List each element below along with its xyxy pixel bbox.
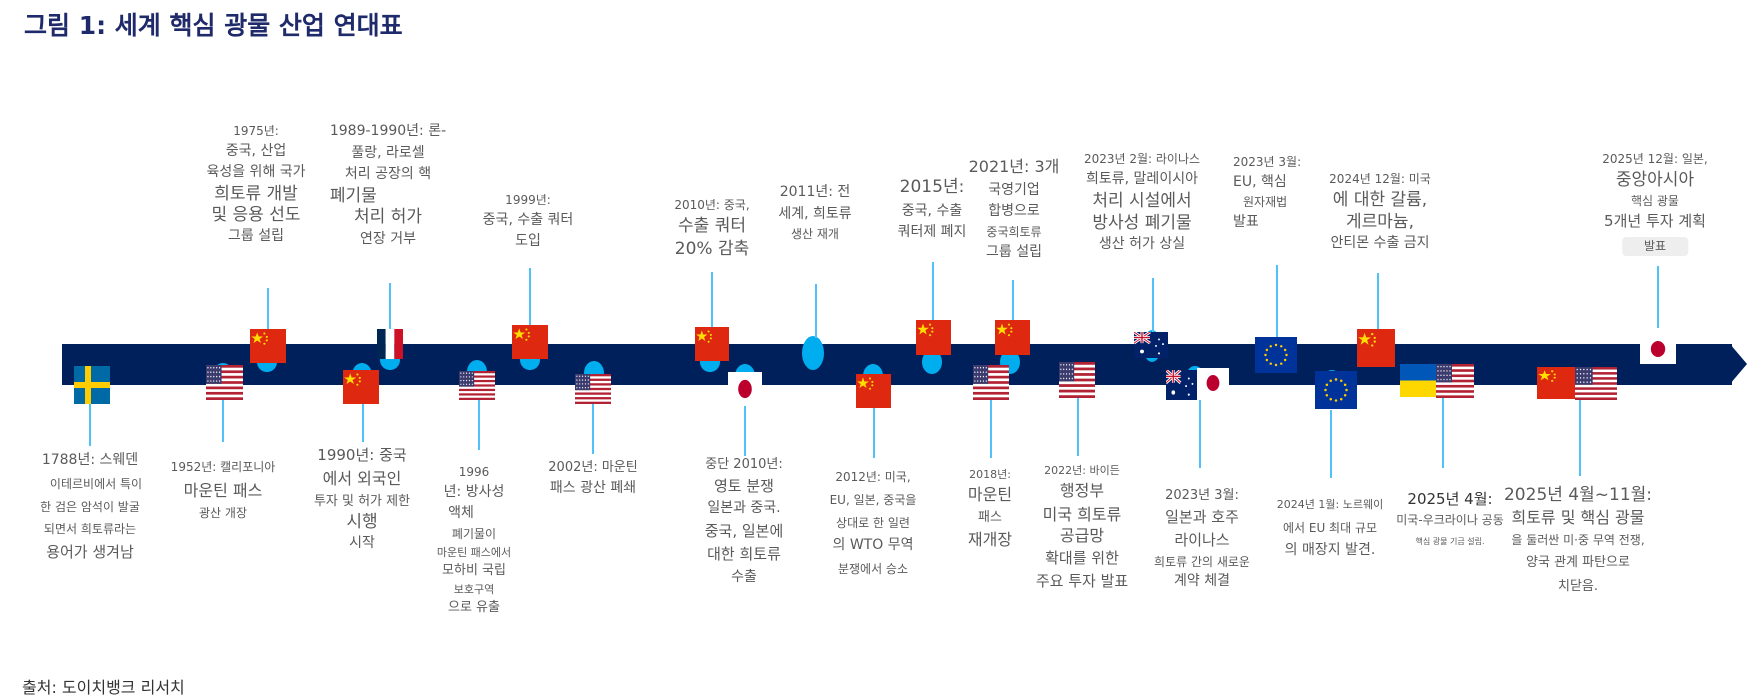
sweden-flag-icon [74,366,110,404]
event-label-1999: 1999년: 중국, 수출 쿼터 도입 [482,193,574,250]
australia-flag-icon [1134,332,1168,358]
timeline-node-2015 [922,350,942,374]
connector-line [1012,280,1014,322]
event-label-2025apr-nov: 2025년 4월~11월: 희토류 및 핵심 광물 을 둘러싼 미·중 무역 전… [1503,485,1653,594]
china-flag-icon [856,374,891,408]
connector-line [592,404,594,454]
china-flag-icon [1537,367,1575,399]
timeline-node-2011 [802,336,824,370]
connector-line [711,272,713,328]
usa-flag-icon [206,365,243,400]
connector-line [1199,400,1201,468]
connector-line [267,288,269,330]
figure-title: 그림 1: 세계 핵심 광물 산업 연대표 [24,11,403,40]
event-label-2002: 2002년: 마운틴 패스 광산 폐쇄 [548,460,638,497]
usa-flag-icon [1436,364,1474,398]
connector-line [990,400,992,458]
event-label-2010b: 중단 2010년: 영토 분쟁 일본과 중국. 중국, 일본에 대한 희토류 수… [704,457,784,585]
ukraine-flag-icon [1400,364,1436,397]
event-label-2025dec: 2025년 12월: 일본, 중앙아시아 핵심 광물 5개년 투자 계획 발표 [1602,150,1708,258]
japan-flag-icon [1640,334,1676,364]
connector-line [1377,273,1379,331]
event-label-1975: 1975년: 중국, 산업 육성을 위해 국가 희토류 개발 및 응용 선도 그… [206,124,306,245]
connector-line [478,400,480,450]
event-label-2021: 2021년: 3개 국영기업 합병으로 중국희토류 그룹 설립 [968,157,1060,260]
eu-flag-icon [1315,371,1357,409]
connector-line [1077,398,1079,456]
event-label-1989: 1989-1990년: 론- 풀랑, 라로셀 처리 공장의 핵 폐기물 처리 허… [329,123,447,247]
china-flag-icon [1357,329,1395,367]
australia-flag-icon [1166,370,1197,400]
china-flag-icon [695,327,729,361]
event-label-1952: 1952년: 캘리포니아 마운틴 패스 광산 개장 [170,460,276,520]
connector-line [744,406,746,456]
connector-line [1442,398,1444,468]
connector-line [389,283,391,331]
timeline-bar [62,344,1732,385]
connector-line [222,400,224,442]
event-label-2011: 2011년: 전 세계, 희토류 생산 재개 [778,184,852,242]
connector-line [815,284,817,338]
connector-line [362,404,364,442]
timeline-arrow-head [1730,344,1747,384]
china-flag-icon [916,320,951,355]
event-label-2023mar-eu: 2023년 3월: EU, 핵심 원자재법 발표 [1233,155,1302,230]
usa-flag-icon [1059,362,1095,398]
connector-line [1330,410,1332,478]
event-label-2023feb: 2023년 2월: 라이나스 희토류, 말레이시아 처리 시설에서 방사성 폐기… [1083,152,1201,253]
china-flag-icon [250,329,286,363]
event-label-2024jan: 2024년 1월: 노르웨이 에서 EU 최대 규모 의 매장지 발견. [1276,498,1384,558]
event-label-2018: 2018년: 마운틴 패스 재개장 [967,468,1013,549]
event-label-2024dec: 2024년 12월: 미국 에 대한 갈륨, 게르마늄, 안티몬 수출 금지 [1329,172,1431,251]
china-flag-icon [343,370,379,404]
eu-flag-icon [1255,337,1297,373]
usa-flag-icon [575,374,611,404]
event-label-1990: 1990년: 중국 에서 외국인 투자 및 허가 제한 시행 시작 [313,446,411,551]
connector-line [89,404,91,446]
connector-line [873,408,875,458]
event-label-1788: 1788년: 스웨덴 이테르비에서 특이 한 검은 암석이 발굴 되면서 희토류… [40,452,143,562]
china-flag-icon [995,320,1030,355]
usa-flag-icon [973,365,1009,400]
japan-flag-icon [1197,368,1229,398]
connector-line [1276,265,1278,337]
event-label-2025apr: 2025년 4월: 미국-우크라이나 공동 핵심 광물 기금 설립. [1396,490,1504,546]
connector-line [1657,266,1659,328]
china-flag-icon [512,325,548,359]
event-label-1996: 1996 년: 방사성 액체 폐기물이 마운틴 패스에서 모하비 국립 보호구역… [436,465,512,615]
usa-flag-icon [1575,367,1617,400]
connector-line [1152,278,1154,332]
france-flag-icon [377,329,403,359]
event-label-2012: 2012년: 미국, EU, 일본, 중국을 상대로 한 일련 의 WTO 무역… [829,470,917,577]
event-label-2015: 2015년: 중국, 수출 쿼터제 폐지 [897,177,967,241]
connector-line [932,262,934,322]
event-label-2022: 2022년: 바이든 행정부 미국 희토류 공급망 확대를 위한 주요 투자 발… [1035,464,1129,590]
connector-line [1579,398,1581,476]
connector-line [529,268,531,326]
japan-flag-icon [728,372,762,406]
announce-badge: 발표 [1621,237,1689,256]
event-label-2023mar-jp: 2023년 3월: 일본과 호주 라이나스 희토류 간의 새로운 계약 체결 [1154,488,1250,590]
source-note: 출처: 도이치뱅크 리서치 [22,678,185,697]
usa-flag-icon [459,371,495,400]
event-label-2010a: 2010년: 중국, 수출 쿼터 20% 감축 [674,198,750,260]
